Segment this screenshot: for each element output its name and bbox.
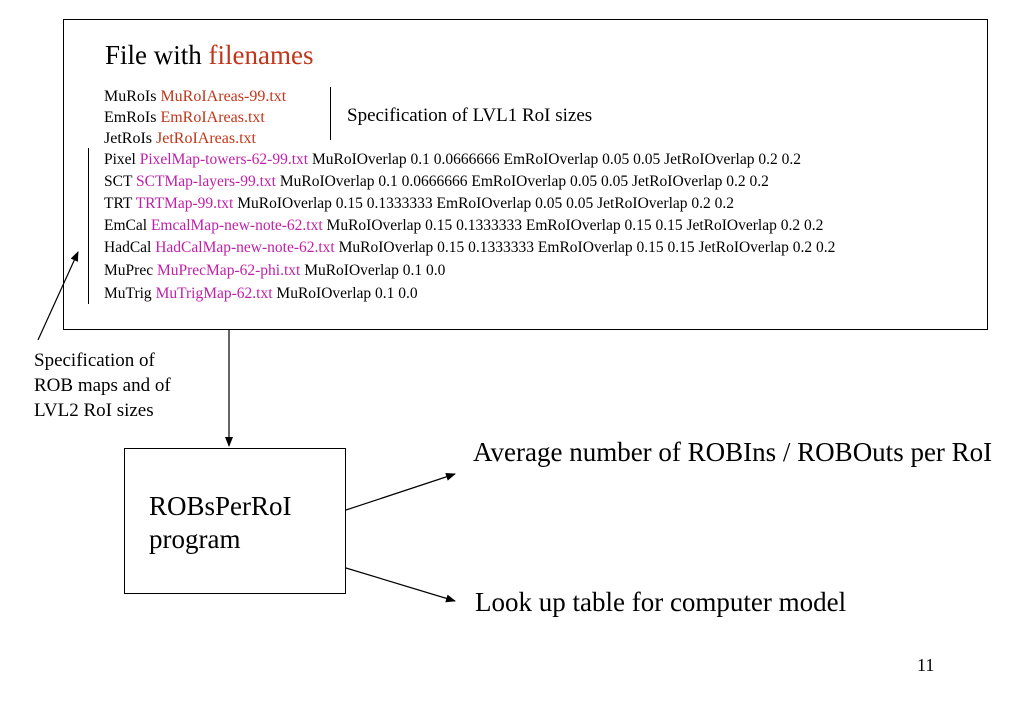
output-lookup-label: Look up table for computer model — [475, 587, 847, 617]
rob-file: MuPrecMap-62-phi.txt — [156, 262, 301, 279]
rob-label: HadCal — [104, 239, 152, 256]
filenames-file-box — [63, 19, 988, 330]
rob-label: MuTrig — [104, 285, 152, 302]
rob-label: SCT — [104, 173, 133, 190]
lvl1-line-emrois: EmRoIs EmRoIAreas.txt — [104, 107, 265, 128]
lvl1-label: MuRoIs — [104, 88, 157, 105]
program-label: ROBsPerRoI program — [149, 491, 292, 554]
file-box-title: File with filenames — [105, 38, 313, 72]
rob-line-sct: SCT SCTMap-layers-99.txt MuRoIOverlap 0.… — [104, 172, 769, 192]
rob-params: MuRoIOverlap 0.1 0.0 — [304, 262, 446, 279]
lvl1-line-jetrois: JetRoIs JetRoIAreas.txt — [104, 128, 256, 149]
rob-line-muprec: MuPrec MuPrecMap-62-phi.txt MuRoIOverlap… — [104, 261, 445, 281]
rob-file: TRTMap-99.txt — [135, 195, 234, 212]
arrow-to-rob-lines — [37, 251, 79, 341]
program-box — [124, 448, 346, 594]
lvl1-bracket-line — [330, 87, 331, 140]
arrow-to-average — [345, 473, 456, 511]
rob-params: MuRoIOverlap 0.1 0.0666666 EmRoIOverlap … — [311, 151, 801, 168]
page-number: 11 — [917, 655, 935, 675]
rob-spec-label: Specification of ROB maps and of LVL2 Ro… — [34, 350, 171, 421]
rob-params: MuRoIOverlap 0.15 0.1333333 EmRoIOverlap… — [326, 217, 824, 234]
output-average-label: Average number of ROBIns / ROBOuts per R… — [473, 437, 993, 467]
rob-file: SCTMap-layers-99.txt — [136, 173, 276, 190]
rob-label: Pixel — [104, 151, 136, 168]
lvl1-file: JetRoIAreas.txt — [156, 130, 256, 147]
lvl1-spec-label: Specification of LVL1 RoI sizes — [347, 105, 593, 126]
rob-params: MuRoIOverlap 0.1 0.0 — [276, 285, 418, 302]
rob-bracket-line — [88, 148, 89, 304]
rob-label: TRT — [104, 195, 133, 212]
rob-line-emcal: EmCal EmcalMap-new-note-62.txt MuRoIOver… — [104, 216, 823, 236]
rob-line-mutrig: MuTrig MuTrigMap-62.txt MuRoIOverlap 0.1… — [104, 284, 418, 304]
rob-params: MuRoIOverlap 0.15 0.1333333 EmRoIOverlap… — [237, 195, 735, 212]
rob-file: MuTrigMap-62.txt — [155, 285, 273, 302]
rob-file: HadCalMap-new-note-62.txt — [155, 239, 335, 256]
rob-line-trt: TRT TRTMap-99.txt MuRoIOverlap 0.15 0.13… — [104, 194, 734, 214]
lvl1-label: JetRoIs — [104, 130, 152, 147]
rob-line-pixel: Pixel PixelMap-towers-62-99.txt MuRoIOve… — [104, 150, 801, 170]
title-accent: filenames — [208, 40, 314, 70]
rob-line-hadcal: HadCal HadCalMap-new-note-62.txt MuRoIOv… — [104, 238, 835, 258]
rob-label: EmCal — [104, 217, 148, 234]
rob-params: MuRoIOverlap 0.1 0.0666666 EmRoIOverlap … — [279, 173, 769, 190]
rob-label: MuPrec — [104, 262, 154, 279]
title-plain: File with — [105, 40, 209, 70]
rob-params: MuRoIOverlap 0.15 0.1333333 EmRoIOverlap… — [338, 239, 836, 256]
lvl1-file: MuRoIAreas-99.txt — [160, 88, 287, 105]
lvl1-file: EmRoIAreas.txt — [160, 109, 265, 126]
rob-file: EmcalMap-new-note-62.txt — [150, 217, 323, 234]
lvl1-label: EmRoIs — [104, 109, 157, 126]
arrow-to-lookup — [345, 567, 456, 603]
rob-file: PixelMap-towers-62-99.txt — [139, 151, 309, 168]
lvl1-line-murois: MuRoIs MuRoIAreas-99.txt — [104, 86, 286, 107]
